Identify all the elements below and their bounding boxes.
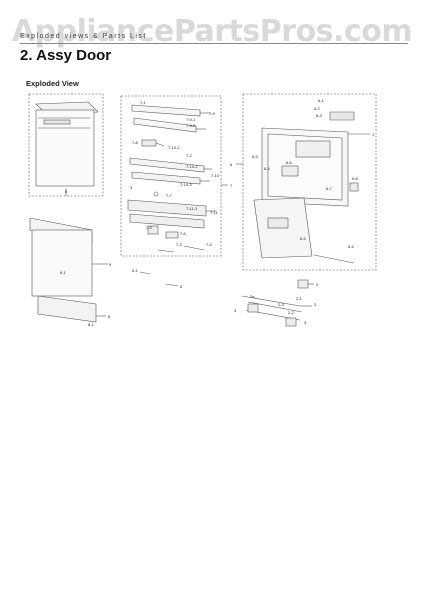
header-divider [20,43,408,44]
callout-3-left: 3 [234,308,237,313]
callout-0: 0 [65,189,68,194]
callout-6-3: 6-3 [316,113,323,118]
callout-7-8: 7-8 [132,140,139,145]
callout-9-1: 9-1 [60,270,67,275]
callout-6-5: 6-5 [252,154,259,159]
callout-2a: 2a [250,294,255,299]
callout-2-2: 2-2 [288,310,295,315]
callout-6-8: 6-8 [352,176,359,181]
callout-7-9-2: 7-9-2 [186,123,196,128]
callout-6-7: 6-7 [326,186,333,191]
callout-5: 5 [180,284,183,289]
callout-6-2: 6-2 [314,106,321,111]
callout-7-7: 7-7 [166,193,173,198]
callout-2-1: 2-1 [296,296,303,301]
section-header-label: Exploded views & Parts List [20,33,147,40]
dishwasher-illustration [35,101,99,187]
callout-7-10-2: 7-10-2 [168,145,180,150]
callout-6: 6 [230,162,233,167]
dishwasher-reference-box [28,93,104,197]
callout-7-9-1: 7-9-1 [186,117,196,122]
callout-6-4: 6-4 [264,166,271,171]
callout-7-4: 7-4 [206,242,213,247]
callout-3-1: 3 [130,185,133,190]
callout-4: 4 [316,282,319,287]
callout-9: 9 [109,262,112,267]
callout-6-6: 6-6 [286,160,293,165]
callout-5-1: 5-1 [132,268,139,273]
callout-7-1: 7-1 [140,100,147,105]
callout-7-10-1: 7-10-1 [186,164,198,169]
callout-7-3: 7-3 [176,242,183,247]
door-inner-group-box [242,93,377,271]
callout-7-11-1: 7-11-1 [186,206,198,211]
callout-7: 7 [230,183,233,188]
callout-2: 2 [314,302,317,307]
callout-7-2: 7-2 [186,153,193,158]
callout-8-1: 8-1 [88,322,95,327]
callout-1: 1 [372,132,375,137]
callout-7-11: 7-11 [210,210,218,215]
kick-plate-part [37,295,106,323]
callout-2-3: 2-3 [278,302,285,307]
page-title: 2. Assy Door [20,47,112,64]
callout-6-5b: 6-5 [300,236,307,241]
callout-6-4b: 6-4 [348,244,355,249]
door-inner-parts [253,111,359,264]
outer-door-panel [29,217,108,297]
hinge-parts [241,279,314,327]
exploded-view-subtitle: Exploded View [26,79,79,88]
callout-7-10-3: 7-10-3 [180,182,192,187]
callout-8: 8 [108,314,111,319]
callout-3-right: 3 [304,320,307,325]
callout-7-10: 7-10 [211,173,220,178]
hardware-part-5 [139,271,179,287]
control-panel-group-box [120,95,222,257]
callout-7-5: 7-5 [146,225,153,230]
callout-7-6: 7-6 [180,231,187,236]
callout-6-1: 6-1 [318,98,325,103]
callout-7-9: 7-9 [209,111,216,116]
control-panel-parts [127,104,207,253]
